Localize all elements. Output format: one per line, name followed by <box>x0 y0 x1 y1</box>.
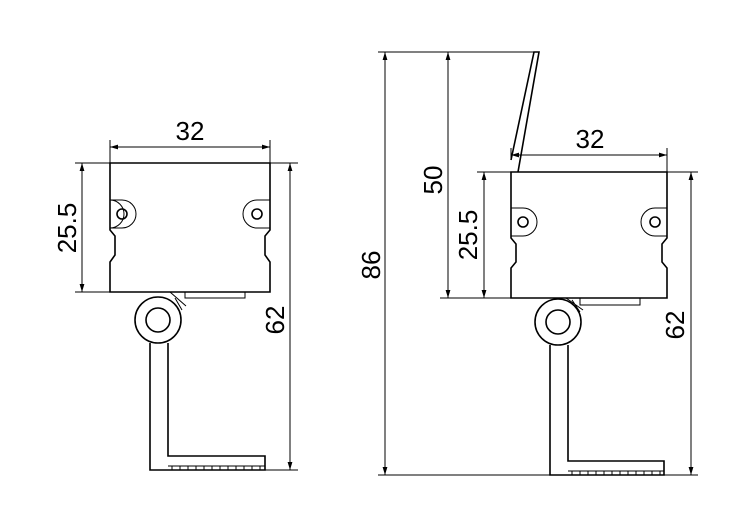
right-box-body <box>510 171 668 299</box>
left-box-body <box>109 162 271 293</box>
left-mount-ear-right <box>242 199 270 229</box>
right-lever-arm <box>549 345 665 476</box>
right-mount-hole-right <box>649 216 661 228</box>
right-arm-height-label: 50 <box>418 166 448 195</box>
right-width-dimension: 32 <box>510 124 668 172</box>
left-box-height-dimension: 25.5 <box>52 162 110 293</box>
left-mount-hole-left <box>116 208 128 220</box>
right-mount-hole-left <box>517 216 529 228</box>
left-lever-tread <box>168 465 265 470</box>
right-pivot-outer <box>534 298 582 346</box>
right-view: 32 25.5 50 86 62 <box>356 51 698 476</box>
right-total-height-label: 86 <box>356 251 386 280</box>
left-width-dimension: 32 <box>109 116 271 163</box>
right-arm-height-dimension: 50 <box>418 51 534 298</box>
left-mount-hole-right <box>251 208 263 220</box>
right-lever-tread <box>568 470 664 475</box>
right-pivot-inner <box>545 309 571 335</box>
right-total-height-dimension: 86 <box>356 51 550 476</box>
right-width-label: 32 <box>576 124 605 154</box>
right-mount-ear-right <box>640 207 667 237</box>
right-lower-height-dimension: 62 <box>660 171 698 476</box>
right-box-height-dimension: 25.5 <box>440 171 511 299</box>
right-pivot-link <box>565 297 584 313</box>
left-lever-base <box>184 292 246 299</box>
right-tilted-arm <box>510 51 540 173</box>
left-pivot-outer <box>134 296 182 344</box>
left-view: 32 25.5 62 <box>52 116 298 471</box>
left-width-label: 32 <box>176 116 205 146</box>
right-mount-ear-left <box>511 207 538 237</box>
left-lever-arm <box>149 343 266 471</box>
left-mount-ear-left <box>109 199 137 229</box>
left-pivot-inner <box>145 307 171 333</box>
right-lower-height-label: 62 <box>660 311 690 340</box>
left-total-height-dimension: 62 <box>260 162 298 471</box>
left-total-height-label: 62 <box>260 306 290 335</box>
left-pivot-link <box>169 291 187 311</box>
right-box-height-label: 25.5 <box>453 210 483 261</box>
left-box-height-label: 25.5 <box>52 203 82 254</box>
right-lever-base <box>579 298 641 306</box>
